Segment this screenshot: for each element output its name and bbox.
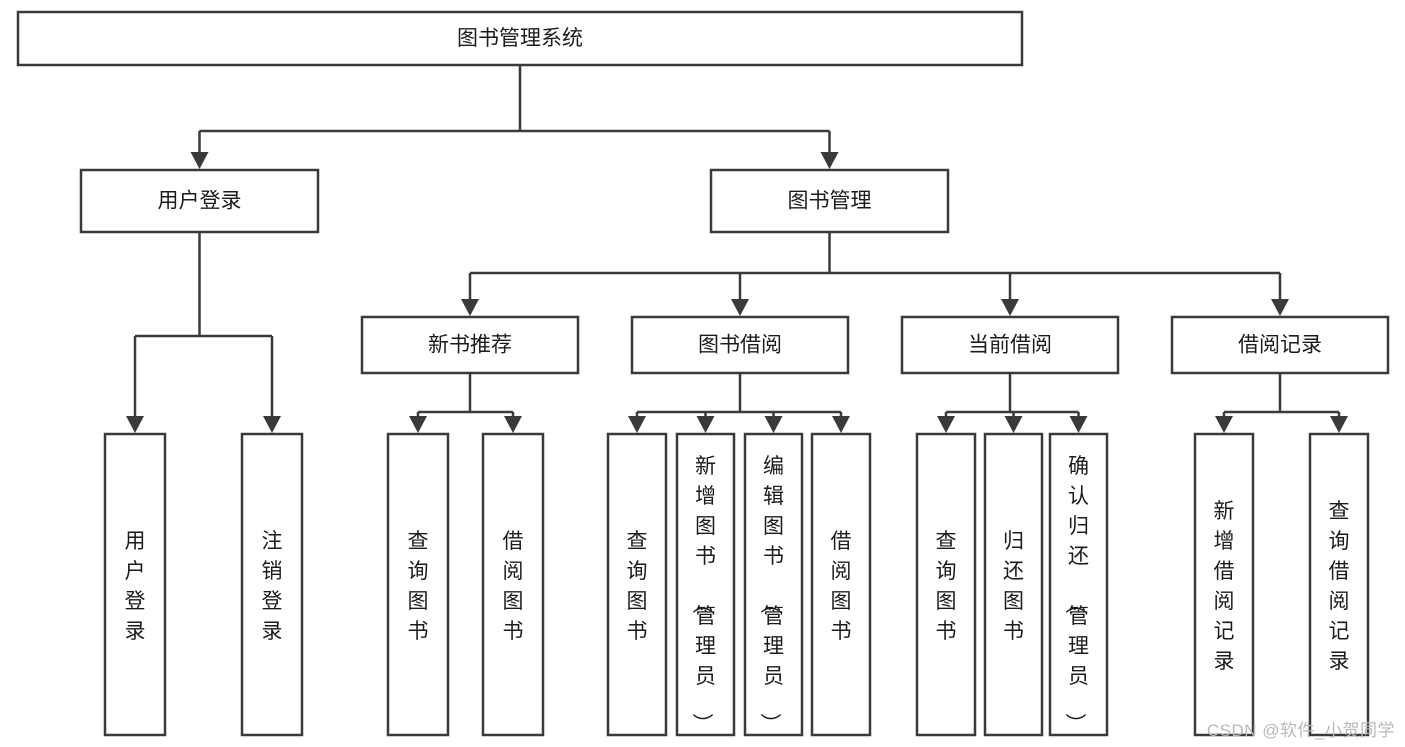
node-label-book-borrow: 图书借阅 (698, 334, 782, 357)
arrow-head-icon (190, 152, 209, 169)
arrow-head-icon (832, 416, 850, 433)
node-label-book-manage: 图书管理 (788, 190, 872, 213)
node-leaf-query-book-rec[interactable]: 查询图书 (386, 432, 450, 737)
node-current-borrow[interactable]: 当前借阅 (900, 315, 1120, 375)
node-box-leaf-borrow-book[interactable] (810, 432, 872, 737)
node-label-leaf-user-login: 用户登录 (125, 530, 146, 643)
node-box-leaf-query-book[interactable] (606, 432, 668, 737)
node-label-borrow-record: 借阅记录 (1238, 334, 1322, 357)
node-leaf-user-login[interactable]: 用户登录 (103, 432, 167, 737)
arrow-head-icon (1330, 416, 1348, 433)
node-box-leaf-add-book[interactable] (675, 432, 736, 737)
arrow-head-icon (461, 299, 479, 316)
arrow-head-icon (731, 299, 749, 316)
node-box-leaf-add-record[interactable] (1193, 432, 1255, 737)
node-box-leaf-edit-book[interactable] (743, 432, 804, 737)
node-box-leaf-borrow-book-rec[interactable] (481, 432, 545, 737)
node-label-leaf-confirm-return: 确认归还（管理员） (1063, 455, 1089, 734)
node-leaf-return-book[interactable]: 归还图书 (983, 432, 1044, 737)
arrow-head-icon (263, 416, 281, 433)
node-box-root[interactable] (16, 10, 1024, 67)
arrow-head-icon (1004, 416, 1023, 433)
node-label-leaf-query-book-rec: 查询图书 (408, 530, 429, 643)
node-borrow-record[interactable]: 借阅记录 (1170, 315, 1390, 375)
node-box-book-manage[interactable] (709, 168, 950, 234)
arrow-head-icon (1069, 416, 1088, 433)
node-box-leaf-query-record[interactable] (1308, 432, 1370, 737)
arrow-head-icon (764, 416, 783, 433)
arrow-head-icon (126, 416, 144, 433)
node-label-leaf-add-book: 新增图书（管理员） (690, 455, 716, 734)
node-label-leaf-return-book: 归还图书 (1003, 530, 1024, 643)
node-label-leaf-logout: 注销登录 (262, 530, 283, 643)
node-box-leaf-logout[interactable] (240, 432, 304, 737)
node-leaf-borrow-book-rec[interactable]: 借阅图书 (481, 432, 545, 737)
node-label-leaf-borrow-book: 借阅图书 (831, 530, 852, 643)
arrow-head-icon (696, 416, 715, 433)
node-label-root: 图书管理系统 (457, 27, 583, 50)
node-label-leaf-edit-book: 编辑图书（管理员） (758, 455, 784, 734)
arrow-head-icon (628, 416, 646, 433)
node-label-user-login: 用户登录 (158, 190, 242, 213)
arrow-head-icon (409, 416, 427, 433)
node-leaf-query-book[interactable]: 查询图书 (606, 432, 668, 737)
node-book-manage[interactable]: 图书管理 (709, 168, 950, 234)
node-label-leaf-query-record: 查询借阅记录 (1329, 500, 1350, 673)
node-box-new-book-rec[interactable] (360, 315, 580, 375)
node-leaf-add-book[interactable]: 新增图书（管理员） (675, 432, 736, 737)
node-leaf-logout[interactable]: 注销登录 (240, 432, 304, 737)
node-label-leaf-query-book: 查询图书 (627, 530, 648, 643)
node-layer: 图书管理系统用户登录图书管理新书推荐图书借阅当前借阅借阅记录用户登录注销登录查询… (16, 10, 1390, 737)
connector-layer (126, 65, 1348, 433)
node-label-leaf-add-record: 新增借阅记录 (1214, 500, 1235, 673)
node-leaf-query-book-cur[interactable]: 查询图书 (915, 432, 977, 737)
node-label-leaf-borrow-book-rec: 借阅图书 (503, 530, 524, 643)
node-box-book-borrow[interactable] (630, 315, 850, 375)
node-label-leaf-query-book-cur: 查询图书 (936, 530, 957, 643)
node-book-borrow[interactable]: 图书借阅 (630, 315, 850, 375)
node-box-leaf-user-login[interactable] (103, 432, 167, 737)
node-new-book-rec[interactable]: 新书推荐 (360, 315, 580, 375)
arrow-head-icon (937, 416, 955, 433)
node-box-leaf-query-book-rec[interactable] (386, 432, 450, 737)
node-user-login[interactable]: 用户登录 (79, 168, 320, 234)
node-box-leaf-query-book-cur[interactable] (915, 432, 977, 737)
arrow-head-icon (820, 152, 839, 169)
node-box-leaf-return-book[interactable] (983, 432, 1044, 737)
node-label-current-borrow: 当前借阅 (968, 334, 1052, 357)
node-box-user-login[interactable] (79, 168, 320, 234)
node-leaf-add-record[interactable]: 新增借阅记录 (1193, 432, 1255, 737)
node-root[interactable]: 图书管理系统 (16, 10, 1024, 67)
node-leaf-confirm-return[interactable]: 确认归还（管理员） (1048, 432, 1109, 737)
node-box-leaf-confirm-return[interactable] (1048, 432, 1109, 737)
node-leaf-query-record[interactable]: 查询借阅记录 (1308, 432, 1370, 737)
watermark-label: CSDN @软件_小贺同学 (1206, 721, 1395, 740)
node-leaf-borrow-book[interactable]: 借阅图书 (810, 432, 872, 737)
arrow-head-icon (1001, 299, 1019, 316)
node-leaf-edit-book[interactable]: 编辑图书（管理员） (743, 432, 804, 737)
arrow-head-icon (1271, 299, 1289, 316)
node-label-new-book-rec: 新书推荐 (428, 334, 512, 357)
arrow-head-icon (1215, 416, 1233, 433)
node-box-borrow-record[interactable] (1170, 315, 1390, 375)
node-box-current-borrow[interactable] (900, 315, 1120, 375)
arrow-head-icon (504, 416, 522, 433)
